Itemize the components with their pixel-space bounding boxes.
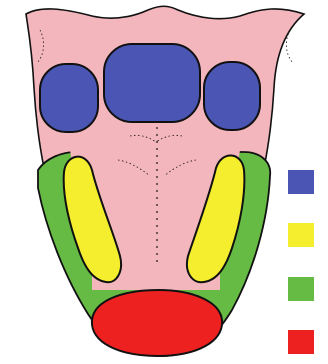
texture-dot <box>156 190 158 192</box>
blue-region-right <box>204 62 260 130</box>
texture-dot <box>156 218 158 220</box>
texture-dot <box>156 225 158 227</box>
texture-dot <box>156 141 158 143</box>
legend-swatch-red <box>288 330 314 354</box>
texture-dot <box>156 253 158 255</box>
color-legend <box>288 170 314 354</box>
red-region-tip <box>92 290 222 356</box>
legend-swatch-green <box>288 277 314 301</box>
texture-dot <box>156 260 158 262</box>
texture-dot <box>156 162 158 164</box>
texture-dot <box>156 169 158 171</box>
blue-region-left <box>40 64 98 132</box>
texture-dot <box>156 197 158 199</box>
texture-dot <box>156 127 158 129</box>
legend-swatch-blue <box>288 170 314 194</box>
texture-dot <box>156 239 158 241</box>
blue-region-center <box>104 44 200 122</box>
texture-dot <box>156 148 158 150</box>
texture-dot <box>156 204 158 206</box>
legend-swatch-yellow <box>288 223 314 247</box>
texture-dot <box>156 211 158 213</box>
texture-dot <box>156 232 158 234</box>
texture-dot <box>156 155 158 157</box>
texture-dot <box>156 246 158 248</box>
texture-dot <box>156 176 158 178</box>
texture-dot <box>156 183 158 185</box>
texture-dot <box>156 134 158 136</box>
